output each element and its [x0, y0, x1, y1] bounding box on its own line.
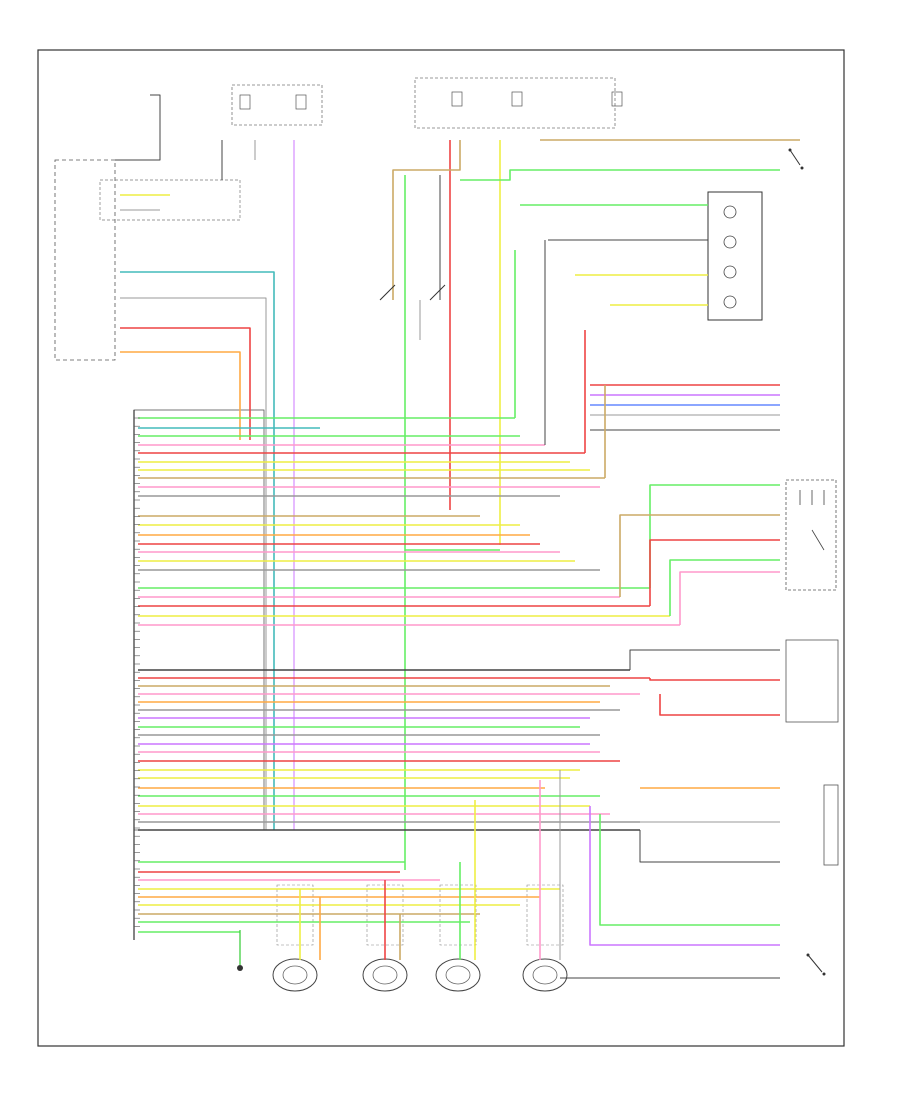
right-connector-upper [707, 191, 763, 321]
wire [649, 539, 780, 606]
control-module-connector [133, 409, 265, 940]
switch-middle [379, 284, 446, 301]
wire [120, 327, 251, 440]
diagram-frame [37, 49, 845, 1047]
wire [120, 297, 267, 830]
ground-symbol [237, 930, 243, 971]
switch-bottom-right [806, 953, 826, 976]
wire [639, 830, 780, 863]
wire [392, 140, 461, 300]
wire [629, 649, 780, 670]
sensor-core [445, 965, 471, 985]
wire [649, 678, 780, 681]
wire [120, 351, 241, 440]
sensor-body [522, 958, 568, 992]
left-relay-box [54, 159, 241, 361]
wire [120, 271, 275, 830]
connector-pins [134, 417, 140, 927]
wire [589, 806, 780, 946]
wheel-speed-sensor [522, 884, 568, 992]
sensor-body [272, 958, 318, 992]
wire [659, 694, 780, 716]
fuse-block-top [231, 77, 623, 129]
wire [599, 814, 780, 926]
wire [115, 94, 161, 161]
wire [669, 559, 780, 616]
sensor-body [362, 958, 408, 992]
sensor-core [372, 965, 398, 985]
right-switch-box [785, 479, 837, 591]
sensor-connector [276, 884, 314, 946]
switch-top-right [788, 148, 804, 170]
wire [679, 571, 780, 625]
wheel-speed-sensor [435, 884, 481, 992]
wheel-speed-sensor [272, 884, 318, 992]
wire [460, 169, 780, 181]
sensor-core [282, 965, 308, 985]
sensor-connector [439, 884, 477, 946]
right-sensor-box [785, 639, 839, 866]
sensor-core [532, 965, 558, 985]
wire [619, 514, 780, 597]
wheel-speed-sensors [272, 884, 568, 992]
sensor-connector [526, 884, 564, 946]
wire-harness [115, 94, 800, 979]
sensor-body [435, 958, 481, 992]
